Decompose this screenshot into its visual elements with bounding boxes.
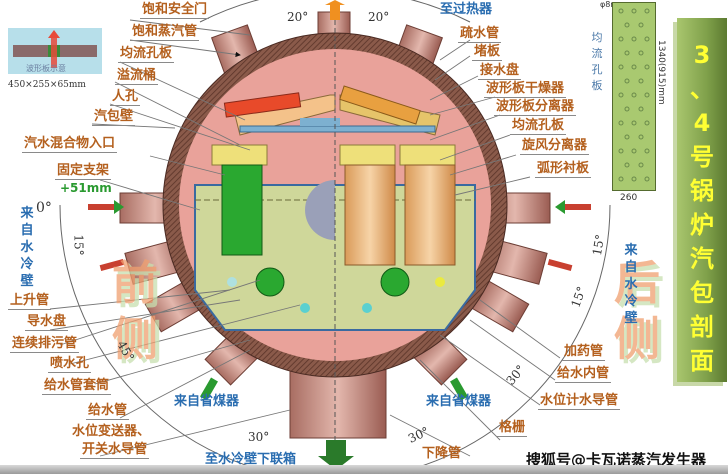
label-switch-water-pipe: 开关水导管 [80, 442, 150, 459]
cyclone-green [221, 164, 263, 256]
offset-annotation: +51mm [60, 181, 112, 195]
rear-side-mark: 后侧 [614, 256, 660, 366]
label-water-tray: 接水盘 [478, 63, 522, 80]
watermark: 搜狐号@卡瓦诺蒸汽发生器 [526, 451, 707, 469]
bottom-bar [0, 465, 728, 474]
label-perforated-plate-right: 均流孔板 [510, 118, 567, 135]
label-spray-hole: 喷水孔 [48, 356, 92, 373]
label-drum-wall: 汽包壁 [92, 109, 136, 126]
label-dosing-pipe: 加药管 [562, 344, 606, 361]
to-superheater-label: 至过热器 [440, 2, 493, 17]
from-economizer-left-label: 来自省煤器 [174, 394, 240, 409]
from-waterwall-left-label: 来自水冷壁 [20, 206, 34, 289]
wave-plate-inset [8, 28, 102, 74]
inset-title: 波形板示意 [26, 64, 66, 73]
label-grille: 格栅 [497, 420, 528, 437]
label-perforated-plate: 均流孔板 [118, 46, 175, 63]
label-overflow-bucket: 溢流桶 [115, 68, 159, 85]
to-lower-header-label: 至水冷壁下联箱 [205, 452, 297, 467]
from-economizer-right-label: 来自省煤器 [426, 394, 492, 409]
angle-bottom-30-left: 30° [248, 430, 270, 444]
label-downcomer: 下降管 [422, 446, 462, 461]
wave-plate-icon [13, 30, 97, 68]
label-level-transmitter: 水位变送器、 [72, 424, 151, 439]
angle-top-left: 20° [287, 10, 309, 24]
angle-top-right: 20° [368, 10, 390, 24]
label-drain-pipe: 疏水管 [458, 26, 502, 43]
label-arc-liner: 弧形衬板 [535, 161, 592, 178]
plate-name: 均流孔板 [591, 31, 603, 92]
label-level-gauge-pipe: 水位计水导管 [538, 393, 621, 410]
plate-holes [618, 8, 650, 182]
flow-arrows [88, 0, 591, 470]
front-side-mark: 前侧 [112, 256, 158, 366]
label-cyclone-separator: 旋风分离器 [520, 138, 590, 155]
label-saturated-safety-valve: 饱和安全门 [140, 2, 210, 19]
label-feedwater-pipe: 给水管 [86, 403, 130, 420]
label-wave-plate-separator: 波形板分离器 [494, 99, 577, 116]
label-manhole: 人孔 [110, 89, 141, 106]
angle-left-15a: 15° [71, 234, 86, 256]
label-fixed-bracket: 固定支架 [55, 163, 112, 180]
label-inner-feedwater-pipe: 给水内管 [555, 366, 612, 383]
page-title: 3、4 号锅炉 汽包剖 面 [690, 41, 714, 375]
label-mixture-inlet: 汽水混合物入口 [22, 136, 118, 153]
label-feedwater-sleeve: 给水管套筒 [42, 378, 112, 395]
label-saturated-steam-pipe: 饱和蒸汽管 [130, 24, 200, 41]
title-panel: 3、4 号锅炉 汽包剖 面 [677, 18, 727, 382]
plate-width: 260 [620, 193, 638, 203]
label-blind-plate: 堵板 [472, 44, 503, 61]
label-continuous-blowdown: 连续排污管 [10, 336, 80, 353]
perforated-plate-detail [612, 2, 656, 191]
plate-height: 1340(915)mm [656, 40, 666, 105]
inset-dimensions: 450×255×65mm [8, 80, 86, 90]
label-riser: 上升管 [8, 293, 52, 310]
label-wave-plate-dryer: 波形板干燥器 [484, 81, 567, 98]
label-water-guide-tray: 导水盘 [25, 314, 69, 331]
angle-zero: 0° [36, 200, 52, 216]
from-waterwall-right-label: 来自水冷壁 [624, 243, 638, 326]
